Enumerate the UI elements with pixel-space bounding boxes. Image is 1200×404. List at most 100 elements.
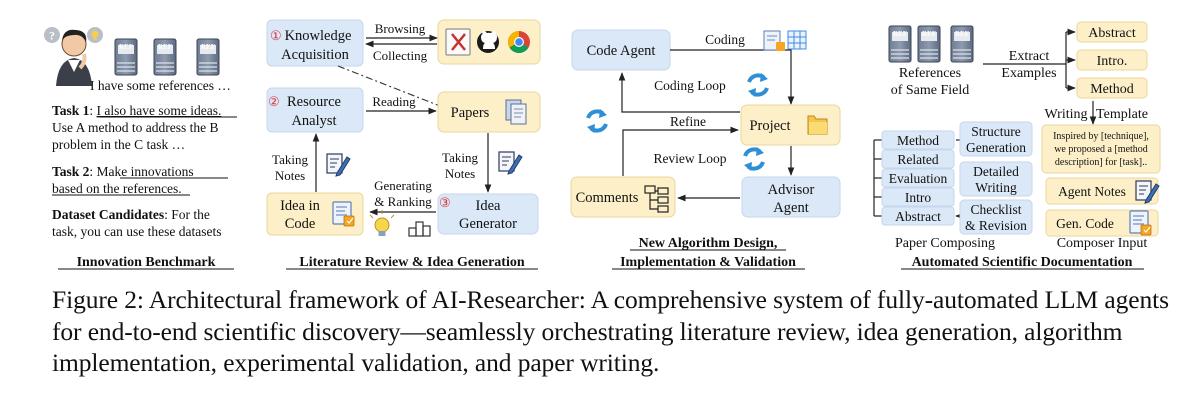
- step-number: ②: [268, 94, 280, 109]
- coding-arrow: [670, 49, 795, 105]
- reading-label: Reading: [372, 94, 416, 109]
- intro-example-label: Intro.: [1097, 54, 1128, 69]
- panel-title: Literature Review & Idea Generation: [299, 255, 524, 270]
- refine-label: Refine: [670, 114, 706, 129]
- ref-badge: REF: [922, 30, 936, 38]
- checklist-revision-label: & Revision: [965, 218, 1027, 233]
- task1-line3: problem in the C task …: [52, 137, 185, 152]
- x-logo-icon: [445, 28, 471, 56]
- panel-title: Implementation & Validation: [620, 255, 796, 270]
- examples-label: Examples: [1001, 66, 1056, 81]
- knowledge-acquisition-label: Knowledge: [285, 28, 352, 44]
- references-label: of Same Field: [891, 83, 970, 98]
- ranking-icon: [408, 221, 431, 237]
- checklist-revision-box: [959, 199, 1033, 235]
- section-label: Evaluation: [889, 171, 948, 186]
- gen-code-label: Gen. Code: [1056, 216, 1114, 231]
- knowledge-acquisition-box: [266, 19, 364, 67]
- step-number: ①: [270, 28, 282, 43]
- taking-notes-label: Notes: [275, 168, 305, 183]
- figure-caption: Figure 2: Architectural framework of AI-…: [52, 285, 1169, 377]
- coding-loop-label: Coding Loop: [654, 78, 726, 93]
- advisor-agent-box: [741, 176, 841, 218]
- structure-generation-label: Structure: [971, 124, 1021, 139]
- folder-icon: [807, 115, 828, 135]
- panel-literature-review: ① Knowledge Acquisition Browsing Collect…: [266, 19, 541, 270]
- resource-analyst-label: Analyst: [291, 113, 336, 129]
- pencil-note-icon: [326, 153, 351, 177]
- advisor-agent-label: Agent: [773, 200, 808, 216]
- method-example-label: Method: [1090, 82, 1134, 97]
- section-label: Related: [897, 152, 938, 167]
- agent-notes-label: Agent Notes: [1058, 184, 1126, 199]
- template-label: Template: [1096, 107, 1148, 122]
- coding-label: Coding: [705, 32, 745, 47]
- panel-title: Automated Scientific Documentation: [912, 255, 1133, 270]
- pencil-note-icon: [498, 151, 523, 175]
- generating-ranking-label: Generating: [374, 178, 432, 193]
- flowchart-icon: [644, 185, 669, 213]
- template-text: Inspired by [technique],: [1053, 131, 1149, 142]
- generating-ranking-label: & Ranking: [374, 194, 432, 209]
- task1-line2: Use A method to address the B: [52, 120, 218, 135]
- detailed-writing-label: Detailed: [973, 164, 1019, 179]
- chrome-icon: [508, 31, 530, 53]
- knowledge-acquisition-label: Acquisition: [281, 47, 349, 63]
- panel-title: Innovation Benchmark: [77, 255, 216, 270]
- section-evaluation: [881, 168, 955, 188]
- dataset-line2: task, you can use these datasets: [52, 224, 221, 239]
- advisor-agent-label: Advisor: [768, 182, 815, 198]
- structure-generation-box: [959, 121, 1033, 157]
- agent-notes-box: [1045, 177, 1159, 205]
- project-to-code-agent-arrow: [618, 72, 740, 113]
- project-box: [740, 104, 841, 146]
- lightbulb-icon: [369, 210, 395, 236]
- taking-notes-label: Taking: [272, 152, 308, 167]
- speech-text: I have some references …: [90, 78, 231, 93]
- step-number: ③: [439, 195, 451, 210]
- panel-algorithm-design: Code Agent Coding Coding Loop Project: [570, 29, 841, 270]
- comments-box: [570, 176, 676, 218]
- template-text: description] for [task]..: [1055, 157, 1147, 168]
- section-abstract: [881, 206, 955, 226]
- code-document-icon: [1129, 210, 1152, 236]
- section-label: Method: [897, 133, 939, 148]
- project-label: Project: [749, 118, 790, 134]
- code-document-icon: [332, 201, 355, 227]
- github-icon: [477, 31, 499, 53]
- idea-generator-label: Generator: [459, 216, 517, 232]
- panel-innovation-benchmark: ? REF REF REF I have some references … T…: [44, 27, 237, 270]
- papers-label: Papers: [451, 105, 490, 121]
- ref-badge: REF: [158, 43, 172, 51]
- section-label: Intro: [905, 190, 931, 205]
- comments-label: Comments: [576, 190, 639, 206]
- intro-example-box: [1076, 49, 1148, 71]
- papers-icon: [505, 99, 527, 125]
- resource-analyst-label: Resource: [287, 94, 341, 110]
- taking-notes-label: Taking: [442, 150, 478, 165]
- task1-text: Task 1: I also have some ideas.: [52, 103, 221, 118]
- cycle-arrows-icon: [585, 107, 609, 135]
- panel-scientific-documentation: REF REF REF References of Same Field Ext…: [873, 21, 1161, 270]
- references-label: References: [899, 66, 961, 81]
- question-bubble-icon: ?: [44, 27, 60, 43]
- template-text-box: [1041, 124, 1161, 174]
- svg-text:?: ?: [49, 29, 55, 43]
- ref-badge: REF: [955, 30, 969, 38]
- ref-badge: REF: [893, 30, 907, 38]
- dashed-link: [337, 65, 441, 107]
- collecting-label: Collecting: [373, 48, 428, 63]
- extract-label: Extract: [1009, 49, 1050, 64]
- task2-line2: based on the references.: [52, 181, 182, 196]
- abstract-example-label: Abstract: [1088, 26, 1136, 41]
- paper-composing-label: Paper Composing: [895, 236, 995, 251]
- idea-generator-box: [437, 193, 539, 235]
- idea-generator-label: Idea: [476, 198, 502, 214]
- browsing-label: Browsing: [375, 21, 426, 36]
- writing-label: Writing: [1045, 107, 1088, 122]
- dataset-text: Dataset Candidates: For the: [52, 207, 210, 222]
- panel-title: New Algorithm Design,: [639, 236, 778, 251]
- section-related: [881, 149, 955, 169]
- taking-notes-label: Notes: [445, 166, 475, 181]
- person-icon: [56, 29, 92, 86]
